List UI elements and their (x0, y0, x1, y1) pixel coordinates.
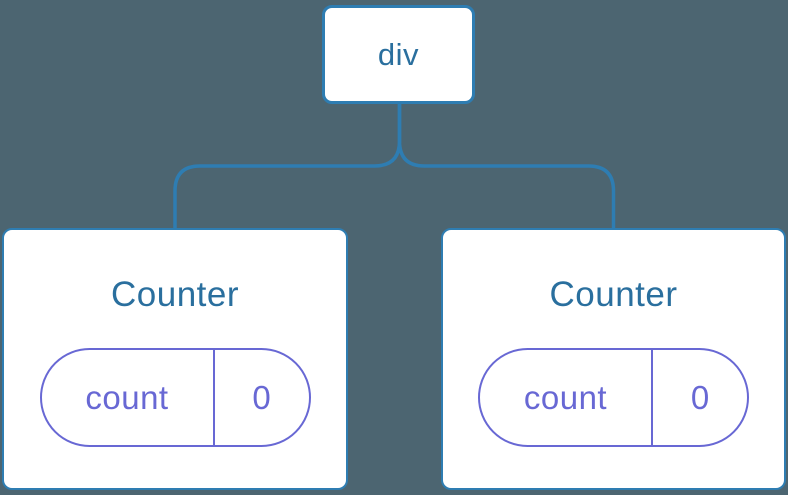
counter-component-label: Counter (110, 275, 240, 314)
div-node-label: div (377, 36, 420, 72)
tree-node-div: div (322, 5, 475, 104)
state-value: 0 (252, 378, 271, 416)
state-pill: count 0 (39, 348, 311, 447)
state-value: 0 (690, 378, 710, 416)
tree-node-counter-right: Counter count 0 (441, 228, 786, 490)
counter-component-label: Counter (549, 275, 678, 314)
state-pill: count 0 (478, 348, 749, 447)
tree-node-counter-left: Counter count 0 (2, 228, 348, 490)
connector-right-branch (397, 102, 616, 229)
state-key: count (42, 350, 215, 445)
connector-left-branch (173, 102, 402, 229)
state-key: count (480, 350, 653, 445)
